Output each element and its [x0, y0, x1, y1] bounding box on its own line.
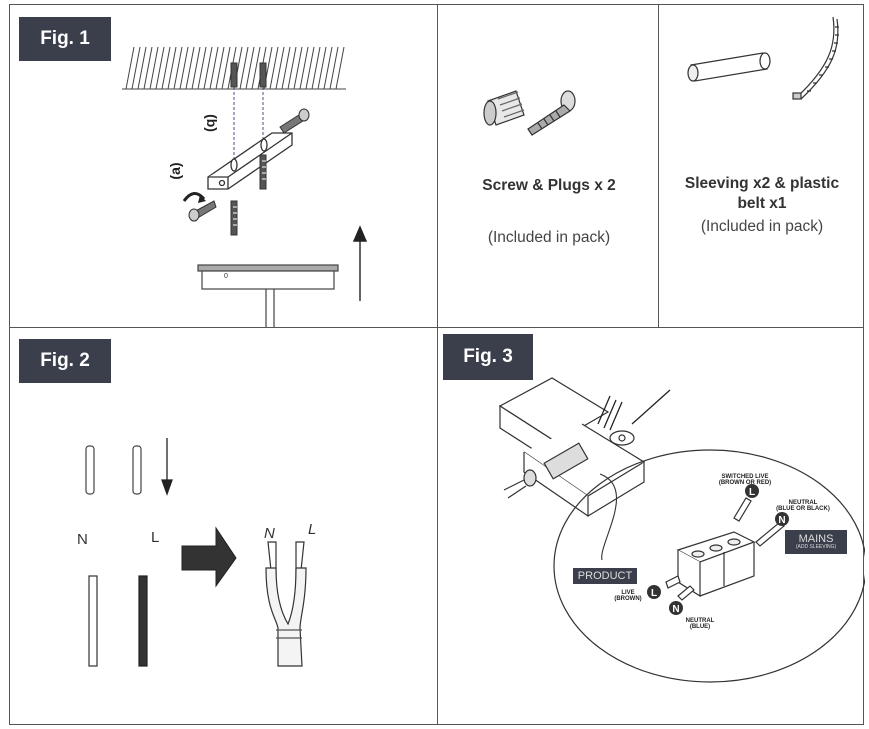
mounting-bracket [207, 132, 293, 190]
sleeving-pack-title-1: Sleeving x2 & plastic [684, 175, 840, 192]
fig3-wiring-drawing: L N L N [498, 377, 865, 683]
svg-text:N: N [778, 515, 785, 526]
screws-pack-panel: Screw & Plugs x 2 (Included in pack) [437, 4, 659, 328]
badge-l-bottom [647, 585, 661, 599]
sleeving-pack-panel: Sleeving x2 & plastic belt x1 (Included … [658, 4, 864, 328]
mains-tag: MAINS (ADD SLEEVING) [785, 530, 847, 554]
live-wire [138, 575, 148, 667]
sleeved-wires-icon [265, 541, 307, 667]
down-arrow-icon [161, 438, 173, 496]
badge-n-bottom [669, 601, 683, 615]
svg-text:L: L [749, 487, 755, 498]
fig2-sleeving-drawing: N L [85, 438, 316, 667]
fig2-label: Fig. 2 [19, 339, 111, 383]
fig2-panel: Fig. 2 [9, 327, 438, 725]
ceiling-canopy [197, 264, 339, 327]
label-a: (a) [167, 162, 183, 179]
detail-oval [553, 449, 865, 683]
neutral-product-label: NEUTRAL(BLUE) [685, 618, 715, 631]
switched-live-label: SWITCHED LIVE(BROWN OR RED) [718, 474, 772, 487]
fig1-label: Fig. 1 [19, 17, 111, 61]
neutral-wire [88, 575, 98, 667]
fig1-panel: Fig. 1 [9, 4, 438, 328]
right-arrow-icon [181, 526, 237, 588]
badge-n-top [775, 512, 789, 526]
fig3-label: Fig. 3 [443, 334, 533, 380]
connector-block-icon [676, 531, 756, 598]
live-label-after: L [308, 521, 316, 538]
badge-l-top [745, 484, 759, 498]
svg-text:N: N [672, 604, 679, 615]
sleeving-pack-note: (Included in pack) [700, 218, 824, 235]
product-tag: PRODUCT [573, 568, 637, 584]
screw-icon [230, 154, 267, 236]
up-arrow-icon [352, 225, 368, 301]
rotate-arrow-icon [182, 192, 206, 202]
plastic-belt-icon [792, 16, 839, 100]
screws-pack-note: (Included in pack) [487, 229, 611, 246]
sleeve-icon [85, 445, 142, 495]
terminal-badges [647, 484, 789, 615]
side-screw-icon [188, 108, 310, 222]
neutral-label-after: N [264, 525, 275, 542]
live-product-label: LIVE(BROWN) [614, 590, 642, 603]
sleeving-pack-title-2: belt x1 [737, 195, 787, 212]
terminal-housing [498, 377, 646, 518]
sleeving-and-belt-icon [687, 16, 839, 100]
svg-text:L: L [651, 588, 657, 599]
label-b: (b) [204, 114, 220, 132]
live-label: L [151, 529, 160, 546]
screw-and-plug-icon [483, 90, 576, 136]
screws-pack-title: Screw & Plugs x 2 [482, 177, 616, 194]
canopy-mark: 0 [224, 273, 228, 280]
sleeving-icon [687, 52, 771, 82]
neutral-mains-label: NEUTRAL(BLUE OR BLACK) [776, 500, 830, 513]
neutral-label: N [77, 531, 88, 548]
fig3-panel: Fig. 3 [437, 327, 865, 725]
fig1-mounting-drawing: (a) (b) 0 [122, 46, 368, 327]
